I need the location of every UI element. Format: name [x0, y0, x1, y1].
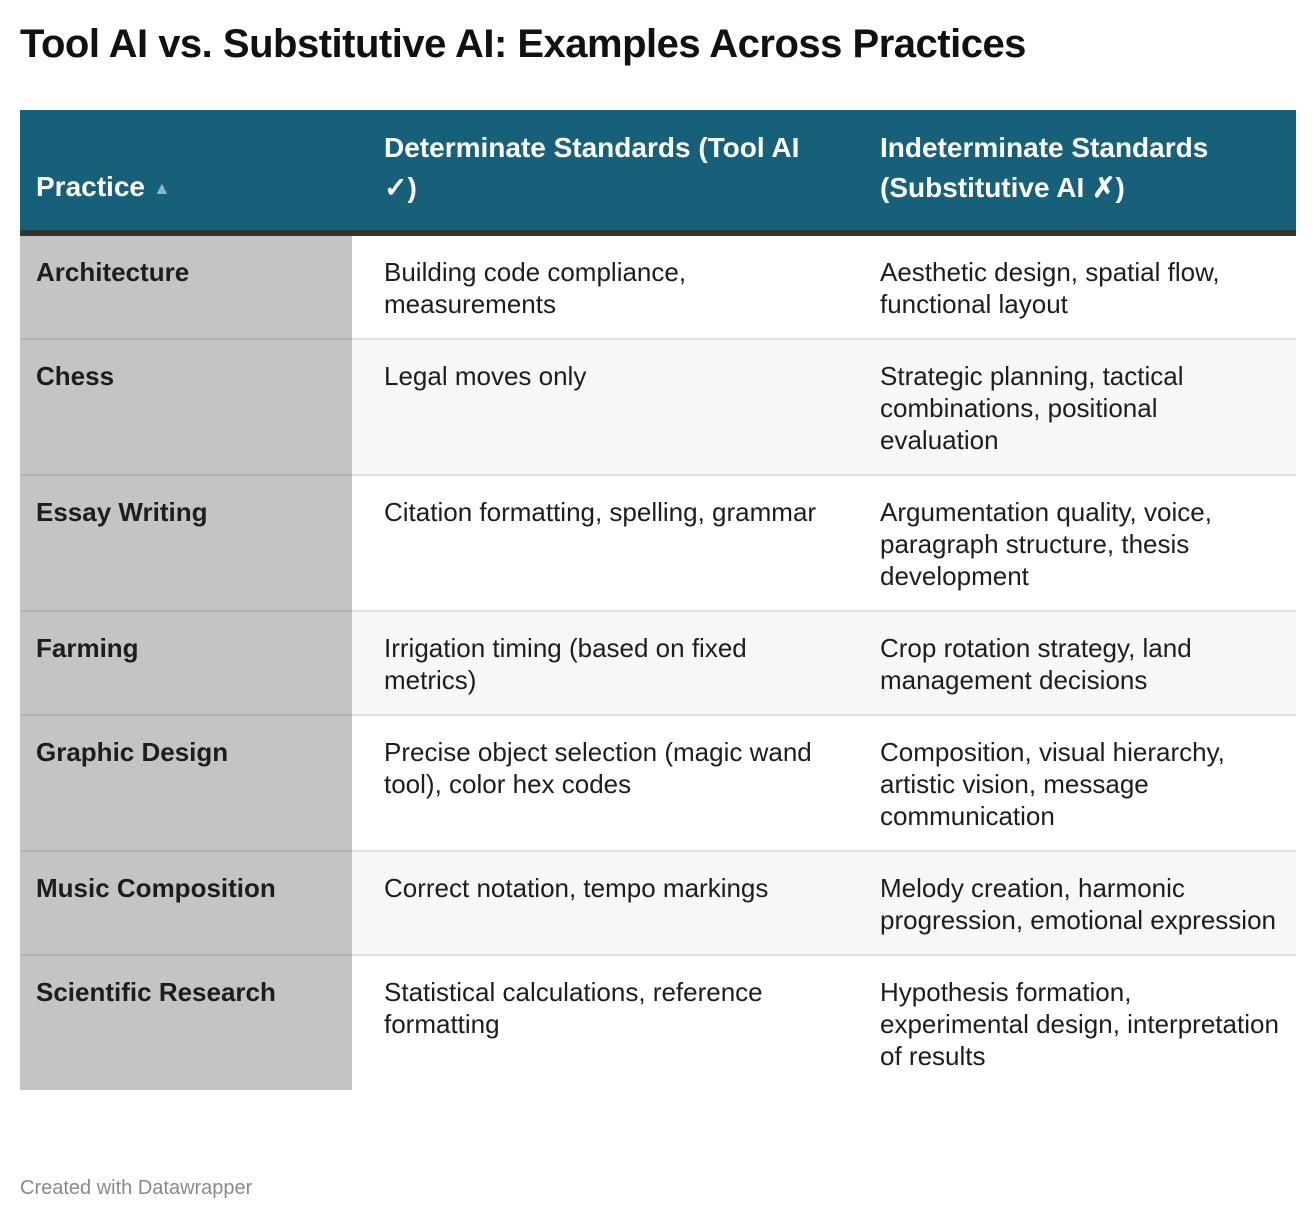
- column-header-determinate[interactable]: Determinate Standards (Tool AI ✓): [352, 110, 848, 236]
- column-header-indeterminate[interactable]: Indeterminate Standards (Substitutive AI…: [848, 110, 1296, 236]
- indeterminate-cell: Melody creation, harmonic progression, e…: [848, 851, 1296, 956]
- indeterminate-cell: Crop rotation strategy, land management …: [848, 611, 1296, 716]
- determinate-cell: Statistical calculations, reference form…: [384, 977, 763, 1039]
- page-title: Tool AI vs. Substitutive AI: Examples Ac…: [20, 22, 1026, 66]
- practice-cell: Chess: [20, 339, 352, 476]
- determinate-cell: Citation formatting, spelling, grammar: [352, 475, 848, 612]
- practice-cell: Farming: [20, 611, 352, 716]
- header-row: Practice▲ Determinate Standards (Tool AI…: [20, 110, 1296, 236]
- determinate-cell: Correct notation, tempo markings: [352, 851, 848, 956]
- determinate-cell: Building code compliance, measurements: [352, 233, 848, 340]
- indeterminate-cell: Argumentation quality, voice, paragraph …: [848, 475, 1296, 612]
- indeterminate-cell: Composition, visual hierarchy, artistic …: [848, 715, 1296, 852]
- practice-cell: Scientific Research: [20, 955, 352, 1090]
- footer-credit: Created with Datawrapper: [20, 1177, 253, 1199]
- indeterminate-cell: Hypothesis formation, experimental desig…: [880, 977, 1279, 1071]
- determinate-cell: Precise object selection (magic wand too…: [352, 715, 848, 852]
- determinate-cell: Irrigation timing (based on fixed metric…: [352, 611, 848, 716]
- practice-cell: Architecture: [20, 233, 352, 340]
- indeterminate-cell: Aesthetic design, spatial flow, function…: [848, 233, 1296, 340]
- column-header-practice[interactable]: Practice▲: [20, 110, 352, 236]
- practice-cell: Music Composition: [20, 851, 352, 956]
- determinate-cell: Legal moves only: [352, 339, 848, 476]
- table-row: Scientific Research Statistical calculati…: [20, 955, 1296, 1090]
- indeterminate-cell: Strategic planning, tactical combination…: [848, 339, 1296, 476]
- sort-ascending-icon: ▲: [152, 178, 171, 198]
- practice-cell: Graphic Design: [20, 715, 352, 852]
- practice-cell: Essay Writing: [20, 475, 352, 612]
- data-table: Practice▲ Determinate Standards (Tool AI…: [20, 110, 1296, 1090]
